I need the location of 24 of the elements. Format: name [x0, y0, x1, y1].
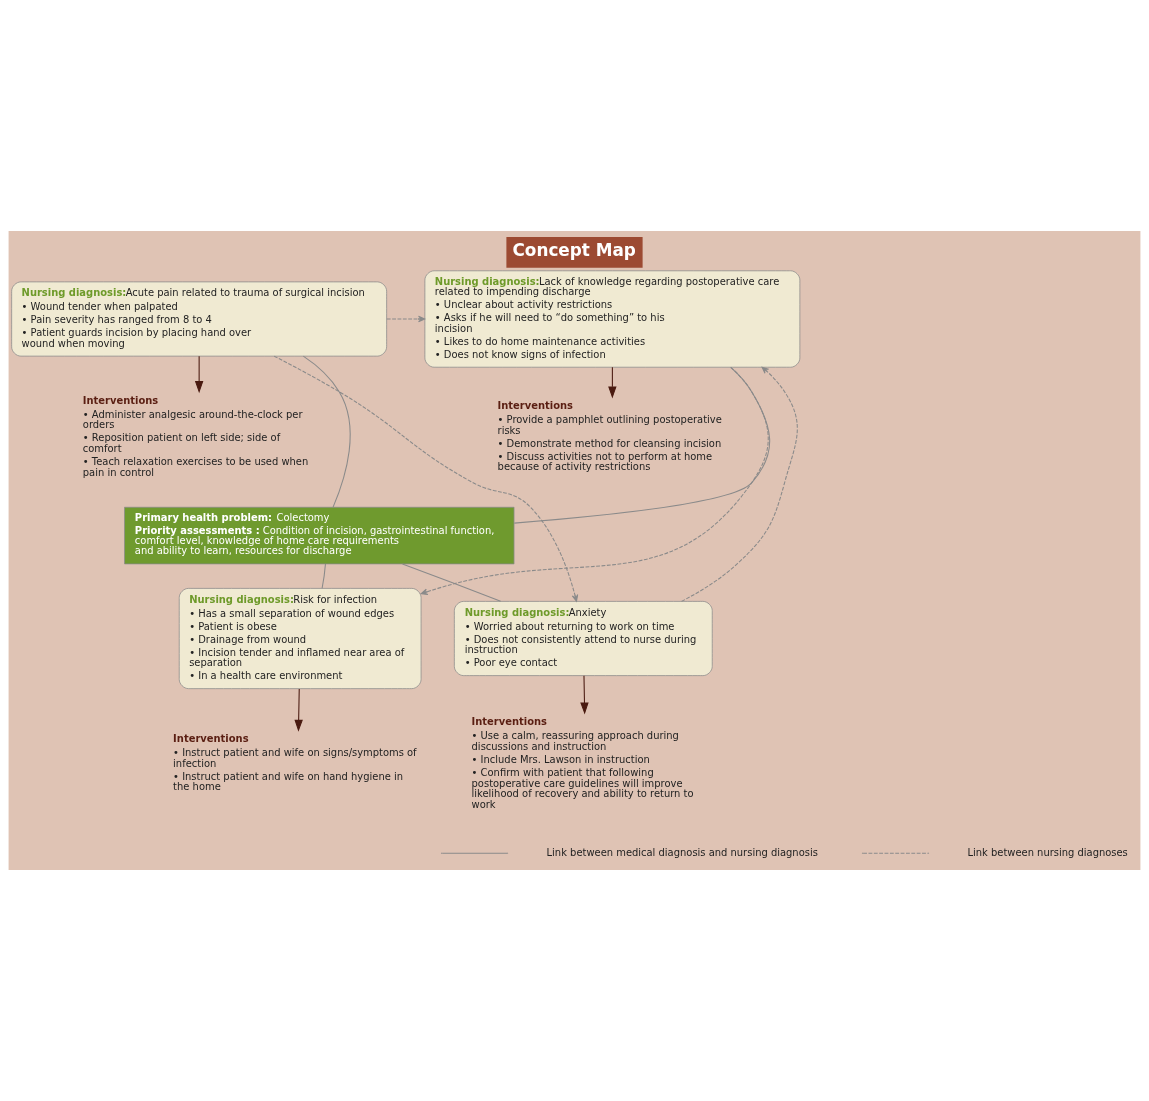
arrow [194, 355, 204, 394]
connector [321, 563, 326, 589]
node-box: Nursing diagnosis:Risk for infection • Has a small separation of wound edges • Patient is obese • Drainage from wound • Incision tender and inflamed near area of separation • In a health care environment [178, 588, 422, 689]
arrow [273, 355, 579, 602]
node-text: Interventions • Use a calm, reassuring approach during discussions and instruction • Include Mrs. Lawson in instruction • Confirm with patient that following postoperative care guidelines will improve likelihood of recovery and ability to return to work [471, 716, 694, 810]
node-text: Interventions • Provide a pamphlet outlining postoperative risks • Demonstrate method for cleansing incision • Discuss activities not to perform at home because of activity restrictions [497, 400, 722, 473]
legend-label: Link between medical diagnosis and nursing diagnosis [546, 846, 818, 858]
legend-label: Link between nursing diagnoses [967, 846, 1128, 858]
node-box: Nursing diagnosis:Anxiety • Worried about returning to work on time • Does not consistently attend to nurse during instruction • Poor eye contact [453, 601, 713, 676]
node-box: Primary health problem: Colectomy Priority assessments : Condition of incision, gastrointestinal function, comfort level, knowledge of home care requirements and ability to learn, resources for discharge [124, 506, 515, 565]
node-box: Nursing diagnosis:Acute pain related to trauma of surgical incision • Wound tender when palpated • Pain severity has ranged from 8 to 4 • Patient guards incision by placing hand over wound when moving [11, 281, 387, 357]
node-box: Nursing diagnosis:Lack of knowledge regarding postoperative care related to impending discharge • Unclear about activity restrictions • Asks if he will need to “do something” to his incision • Likes to do home maintenance activities • Does not know signs of infection [424, 270, 801, 368]
arrow [681, 366, 798, 602]
node-text: Interventions • Administer analgesic around-the-clock per orders • Reposition patient on left side; side of comfort • Teach relaxation exercises to be used when pain in control [82, 394, 309, 478]
arrow [580, 675, 589, 715]
node-text: Interventions • Instruct patient and wife on signs/symptoms of infection • Instruct patient and wife on hand hygiene in the home [173, 733, 417, 793]
connector [302, 355, 351, 508]
arrow [386, 315, 426, 323]
connector [513, 366, 771, 524]
arrow [420, 366, 769, 595]
diagram-title: Concept Map [512, 239, 636, 260]
arrow [294, 688, 303, 732]
connector [401, 563, 502, 602]
arrow [608, 366, 617, 399]
